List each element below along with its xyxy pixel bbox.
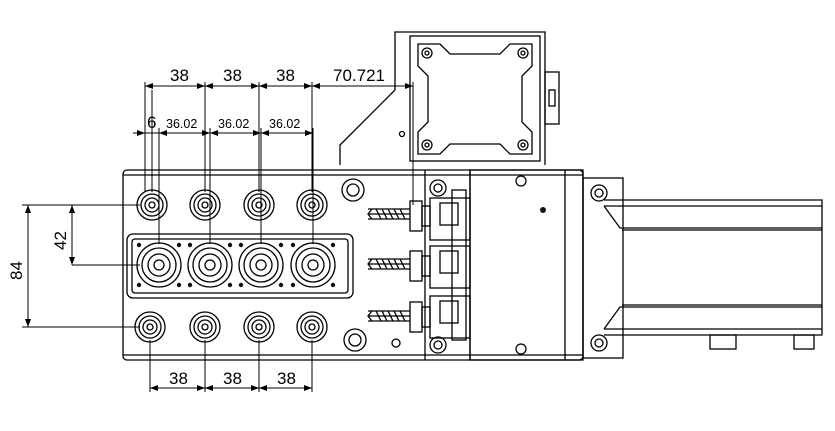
top-connector-row <box>136 189 328 221</box>
motor-housing <box>469 169 624 361</box>
connector-top-1 <box>136 189 168 221</box>
connector-top-2 <box>189 189 221 221</box>
spring-screws <box>367 200 431 333</box>
plate-holes <box>341 175 546 355</box>
dim-height-84: 84 <box>7 261 26 280</box>
connector-mid-1 <box>136 242 182 288</box>
dim-height-42: 42 <box>51 231 70 250</box>
connector-top-4 <box>296 189 328 221</box>
dim-top-38-3: 38 <box>276 66 295 85</box>
connector-mid-3 <box>238 242 284 288</box>
connector-bot-3 <box>243 311 275 343</box>
dim-inner-3602-2: 36.02 <box>218 117 249 131</box>
square-flange <box>409 35 541 162</box>
bottom-connector-row <box>134 311 328 343</box>
connector-mid-4 <box>290 242 336 288</box>
dimension-arrows <box>25 83 413 391</box>
connector-bot-4 <box>296 311 328 343</box>
dim-bottom-38-1: 38 <box>169 369 188 388</box>
dim-first-offset-6: 6 <box>147 113 156 132</box>
middle-connector-row <box>136 242 336 288</box>
connector-pins <box>136 242 336 288</box>
motor-body <box>603 199 823 350</box>
dim-inner-3602-1: 36.02 <box>166 117 197 131</box>
dimension-labels: 38 38 38 70.721 6 36.02 36.02 36.02 84 4… <box>7 66 385 388</box>
dim-bottom-38-2: 38 <box>223 369 242 388</box>
connector-bot-2 <box>189 311 221 343</box>
clamp-modules <box>429 189 471 341</box>
connector-mid-2 <box>187 242 233 288</box>
dim-top-38-2: 38 <box>223 66 242 85</box>
connector-block <box>126 233 354 299</box>
connector-top-3 <box>243 189 275 221</box>
dim-inner-3602-3: 36.02 <box>269 117 300 131</box>
dim-top-38-1: 38 <box>170 66 189 85</box>
dim-offset-70721: 70.721 <box>333 66 385 85</box>
dim-bottom-38-3: 38 <box>277 369 296 388</box>
upper-bracket <box>339 31 560 165</box>
dimension-lines <box>22 82 414 392</box>
